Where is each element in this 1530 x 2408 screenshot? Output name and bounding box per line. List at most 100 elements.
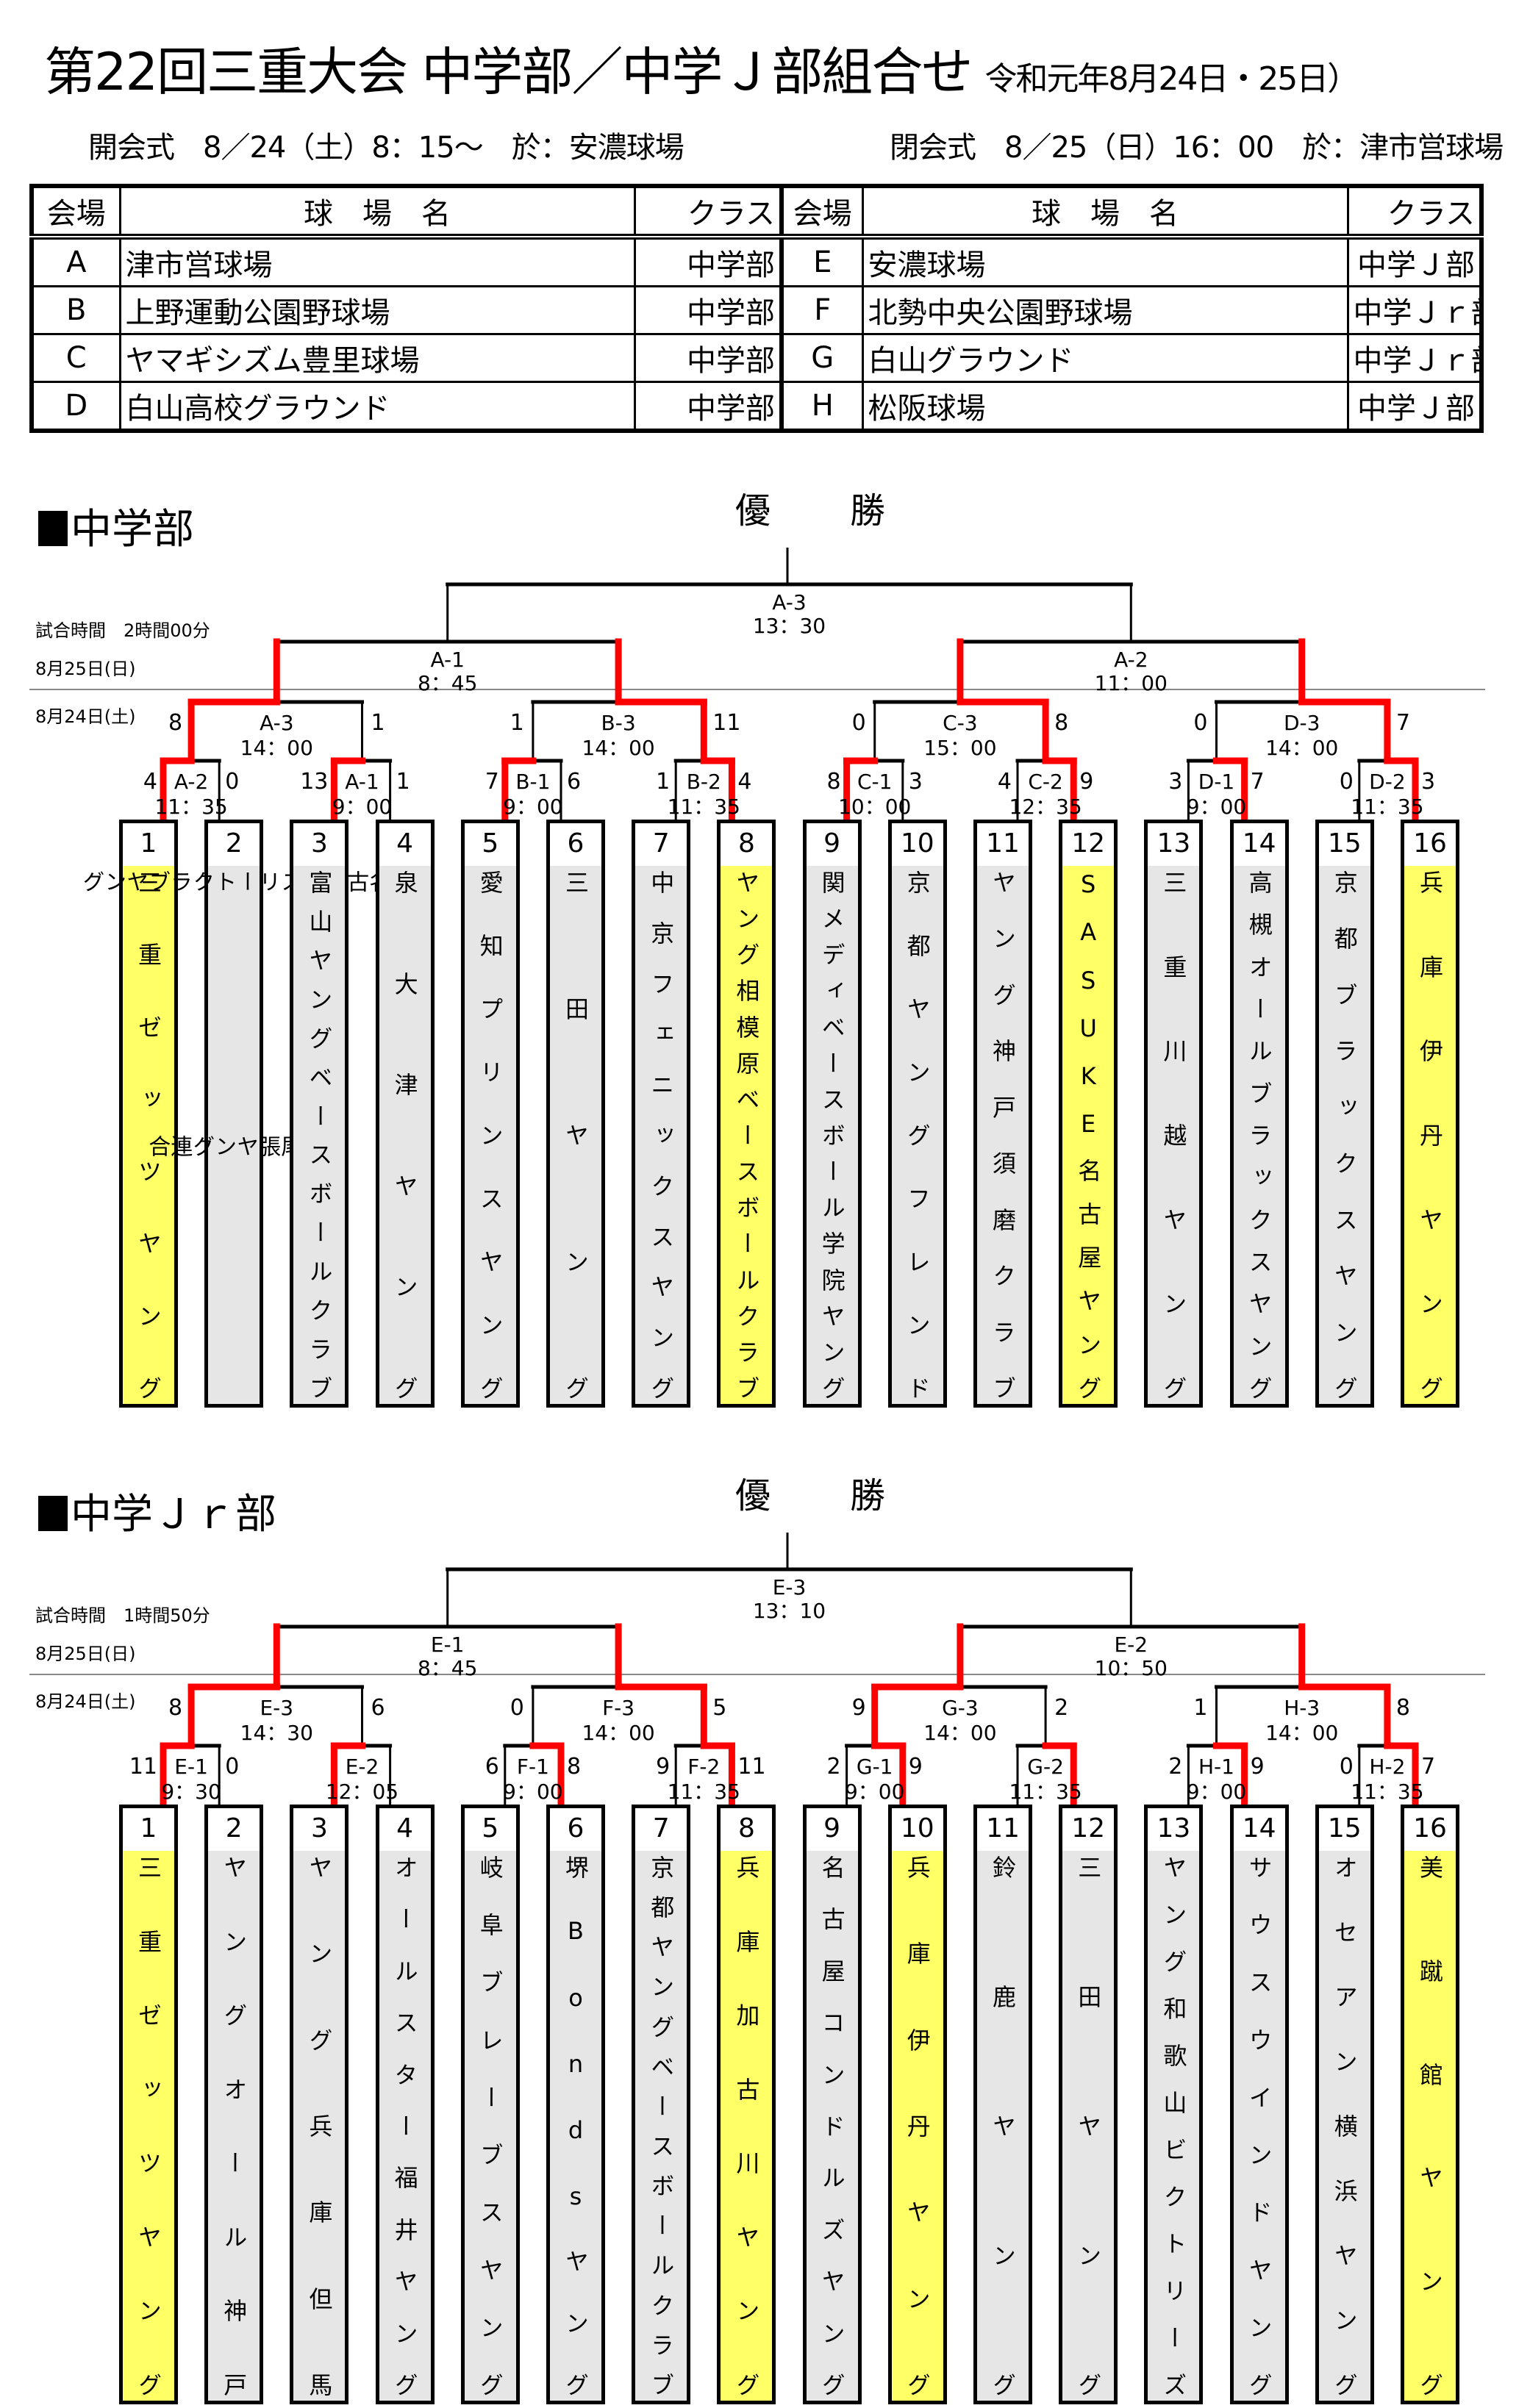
- first-match-id: G-2: [1027, 1755, 1064, 1779]
- score-right: 0: [225, 1754, 239, 1780]
- final-match-id: E-3: [773, 1575, 807, 1599]
- team-name-char: ッ: [135, 1086, 162, 1111]
- team-name-char: ヤ: [1245, 2257, 1273, 2282]
- team-name-char: グ: [818, 2372, 846, 2396]
- first-match-id: G-1: [857, 1755, 893, 1779]
- team-name-char: 蹴: [1416, 1958, 1444, 1982]
- team-name-char: ヤ: [562, 2248, 590, 2273]
- team-name-char: グ: [135, 2372, 162, 2396]
- team-name-char: メ: [818, 906, 846, 931]
- venue-code: G: [779, 333, 864, 383]
- team-name-char: ラ: [166, 870, 193, 892]
- team-name: 名古屋コンドルズヤング: [806, 1851, 858, 2401]
- quarter-match-time: 14：00: [240, 736, 313, 760]
- opening-ceremony: 開会式 8／24（土）8：15〜 於：安濃球場: [88, 131, 684, 165]
- team-name-char: ン: [476, 2315, 504, 2339]
- team-name-char: ド: [818, 2113, 846, 2138]
- team-name-char: ラ: [305, 1337, 334, 1361]
- score-right: 9: [1079, 769, 1093, 795]
- team-name-char: ン: [1245, 2315, 1273, 2339]
- team-name-char: 重: [1159, 954, 1188, 978]
- team-name-char: ブ: [732, 1375, 761, 1400]
- team-name-char: タ: [390, 2062, 419, 2086]
- quarter-match-id: D-3: [1284, 711, 1320, 735]
- team-name-char: A: [1074, 918, 1103, 947]
- team-name-char: 大: [390, 971, 419, 995]
- team-name-char: ー: [647, 2213, 676, 2237]
- team-name-char: 都: [1330, 926, 1359, 950]
- team-name-char: ル: [732, 1267, 761, 1291]
- team-name-char: 庫: [1416, 954, 1444, 978]
- score-left: 9: [852, 1695, 866, 1721]
- team-name-char: ベ: [818, 1014, 846, 1039]
- score-right: 8: [1396, 1695, 1410, 1721]
- team-name-char: グ: [305, 2027, 334, 2052]
- team-name-char: 岐: [476, 1855, 504, 1879]
- team-name-char: ク: [989, 1264, 1017, 1288]
- team-name: 富山ヤングベースボールクラブ: [293, 866, 346, 1404]
- team-name-char: ン: [1330, 2308, 1359, 2332]
- team-name-char: ヤ: [135, 2224, 162, 2248]
- venue-code: C: [30, 333, 121, 383]
- team-number: 4: [379, 1808, 431, 1855]
- team-number: 10: [891, 1808, 943, 1855]
- team-name-char: 神: [989, 1039, 1017, 1063]
- first-match-time: 12：05: [326, 1780, 398, 1804]
- team-name-char: ベ: [732, 1086, 761, 1111]
- team-name-char: 愛: [476, 870, 504, 894]
- team-name: 兵庫加古川ヤング: [721, 1851, 773, 2401]
- team-name-char: ン: [220, 1929, 249, 1953]
- team-name-char: ヤ: [903, 997, 932, 1020]
- semi-match-id: E-2: [1114, 1633, 1148, 1657]
- team-name-char: ン: [732, 2298, 761, 2323]
- team-name-char: ヤ: [732, 870, 761, 894]
- score-left: 0: [510, 1695, 524, 1721]
- first-match-id: F-1: [517, 1755, 549, 1779]
- team-name-char: 古: [732, 2076, 761, 2101]
- team-name-char: ン: [1159, 1291, 1188, 1316]
- team-name-char: ボ: [818, 1122, 846, 1147]
- team-name-char: 磨: [989, 1207, 1017, 1231]
- venue-class: 中学部: [633, 381, 783, 432]
- team-name-char: グ: [78, 870, 104, 892]
- team-name-char: ン: [1330, 1319, 1359, 1344]
- team-name-char: ウ: [1245, 1913, 1273, 1937]
- team-name-char: 伊: [1416, 1039, 1444, 1063]
- team-number: 2: [208, 823, 260, 870]
- header-venue-code: 会場: [779, 184, 864, 240]
- score-right: 0: [225, 769, 239, 795]
- final-match-id: A-3: [772, 590, 806, 614]
- team-name-char: 相: [732, 978, 761, 1003]
- team-name-char: グ: [135, 1375, 162, 1400]
- semi-match-id: A-1: [430, 648, 464, 672]
- team-number: 16: [1404, 1808, 1456, 1855]
- team-name-char: ゼ: [135, 1014, 162, 1039]
- team-name: 愛知プリンスヤング: [464, 866, 516, 1404]
- team-name-char: 院: [818, 1267, 846, 1291]
- team-name-char: 京: [903, 870, 932, 894]
- venue-code: H: [779, 381, 864, 432]
- venue-code: F: [779, 285, 864, 335]
- team-name-char: ヤ: [1074, 2114, 1103, 2138]
- team-name-char: 京: [1330, 870, 1359, 894]
- team-name-char: 但: [305, 2286, 334, 2310]
- team-name-char: ヤ: [818, 1303, 846, 1327]
- team-name-char: 重: [135, 942, 162, 967]
- team-name-char: ゼ: [135, 2003, 162, 2027]
- first-match-id: B-2: [687, 770, 721, 794]
- team-number: 12: [1062, 823, 1115, 870]
- score-left: 0: [1193, 710, 1207, 736]
- score-left: 4: [143, 769, 157, 795]
- team-name-char: ヤ: [1159, 1207, 1188, 1231]
- team-number: 6: [550, 823, 601, 870]
- team-name-char: 庫: [305, 2200, 334, 2224]
- venue-class: 中学Ｊ部: [1346, 381, 1483, 432]
- team-name: ヤング相模原ベースボールクラブ: [721, 866, 773, 1404]
- score-right: 7: [1421, 1754, 1435, 1780]
- team-name-char: 原: [732, 1050, 761, 1075]
